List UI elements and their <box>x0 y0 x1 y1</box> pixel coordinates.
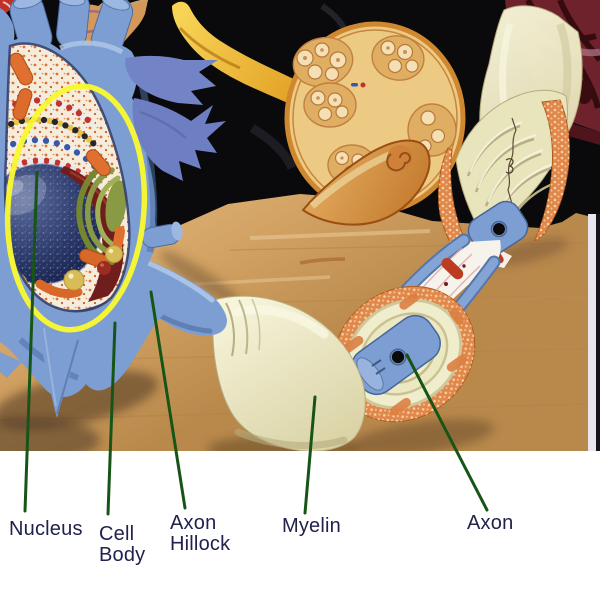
annotation-ellipse <box>4 83 148 333</box>
axon-peg-hole-lower <box>391 350 405 364</box>
poster-nerve-cross-section <box>284 21 466 226</box>
myelin-ring-segment <box>332 285 476 423</box>
axon-peg-hole-upper <box>493 223 505 235</box>
myelin-elbow <box>212 295 366 451</box>
label-axon-hillock: Axon Hillock <box>170 512 231 555</box>
leader-line-myelin <box>303 395 317 515</box>
label-nucleus: Nucleus <box>9 518 83 540</box>
golgi-apparatus <box>76 161 127 265</box>
table-edge-strip <box>588 214 596 451</box>
leader-line-axon-hillock <box>149 290 187 510</box>
leader-line-nucleus <box>23 170 39 513</box>
label-myelin: Myelin <box>282 515 341 537</box>
mitochondria <box>8 52 126 299</box>
leader-lines <box>23 170 489 516</box>
right-edge-dark <box>596 214 600 451</box>
caption-area <box>0 451 600 600</box>
model-crack-mark <box>507 117 517 205</box>
label-axon: Axon <box>467 512 514 534</box>
dendrite-cones <box>0 300 118 418</box>
label-cell-body: Cell Body <box>99 523 146 566</box>
leader-line-axon <box>405 353 489 512</box>
cell-body-model <box>0 0 227 418</box>
leader-line-cell-body <box>106 321 117 516</box>
dendrite-branch-upper <box>125 55 218 105</box>
poster-faint-shape-2 <box>249 124 297 170</box>
